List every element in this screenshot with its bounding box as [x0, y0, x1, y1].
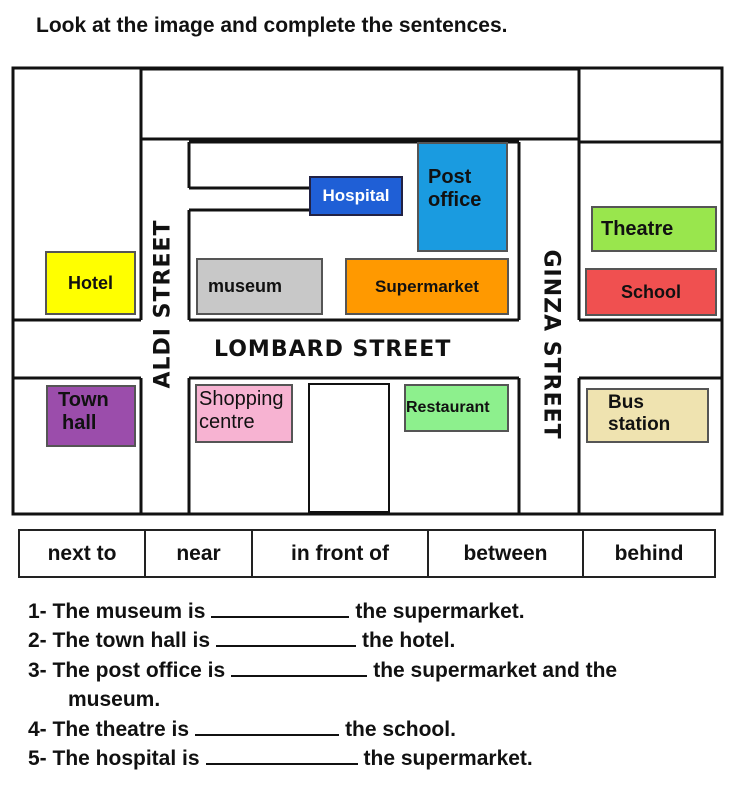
hospital-building: Hospital [309, 176, 403, 216]
answer-blank-1[interactable] [211, 600, 350, 618]
hotel-label: Hotel [68, 272, 113, 293]
bus-station-label-line2: station [608, 413, 671, 435]
bus-station-label-line1: Bus [608, 392, 644, 413]
shopping-centre-label-line1: Shopping [199, 388, 284, 410]
street-map: Hospital Post office Hotel museum Superm… [11, 66, 724, 516]
theatre-building: Theatre [591, 206, 717, 252]
ginza-street-label: GINZA STREET [538, 249, 564, 440]
post-office-label-line2: office [428, 189, 482, 211]
hotel-building: Hotel [45, 251, 136, 315]
restaurant-label: Restaurant [406, 398, 490, 416]
shopping-centre-label-line2: centre [199, 411, 255, 433]
answer-blank-3[interactable] [231, 659, 368, 677]
word-bank-item: next to [20, 531, 146, 576]
theatre-label: Theatre [601, 217, 674, 240]
school-building: School [585, 268, 717, 316]
supermarket-label: Supermarket [375, 276, 479, 296]
sentence-3-continuation: museum. [68, 688, 161, 711]
school-label: School [620, 281, 681, 302]
post-office-label-line1: Post [428, 166, 472, 188]
answer-blank-5[interactable] [205, 747, 358, 765]
map-lines [11, 66, 724, 516]
town-hall-label-line2: hall [62, 412, 97, 434]
hospital-label: Hospital [322, 186, 390, 206]
town-hall-building: Town hall [46, 385, 136, 447]
answer-blank-4[interactable] [195, 718, 340, 736]
supermarket-building: Supermarket [345, 258, 509, 315]
answer-blank-2[interactable] [216, 629, 357, 647]
lombard-street-label: LOMBARD STREET [214, 337, 452, 362]
bus-station-building: Bus station [586, 388, 709, 443]
museum-label: museum [208, 276, 283, 297]
restaurant-building: Restaurant [404, 384, 509, 432]
word-bank: next to near in front of between behind [18, 529, 716, 578]
shopping-centre-building: Shopping centre [195, 384, 293, 443]
empty-building [308, 383, 390, 513]
post-office-building: Post office [417, 142, 508, 252]
top-block [139, 67, 581, 141]
instruction-heading: Look at the image and complete the sente… [36, 14, 508, 37]
word-bank-item: near [146, 531, 253, 576]
word-bank-item: behind [614, 541, 684, 565]
word-bank-item: in front of [253, 531, 429, 576]
aldi-street-label: ALDI STREET [150, 219, 176, 389]
town-hall-label-line1: Town [58, 389, 109, 411]
museum-building: museum [196, 258, 323, 315]
word-bank-item: between [429, 531, 584, 576]
